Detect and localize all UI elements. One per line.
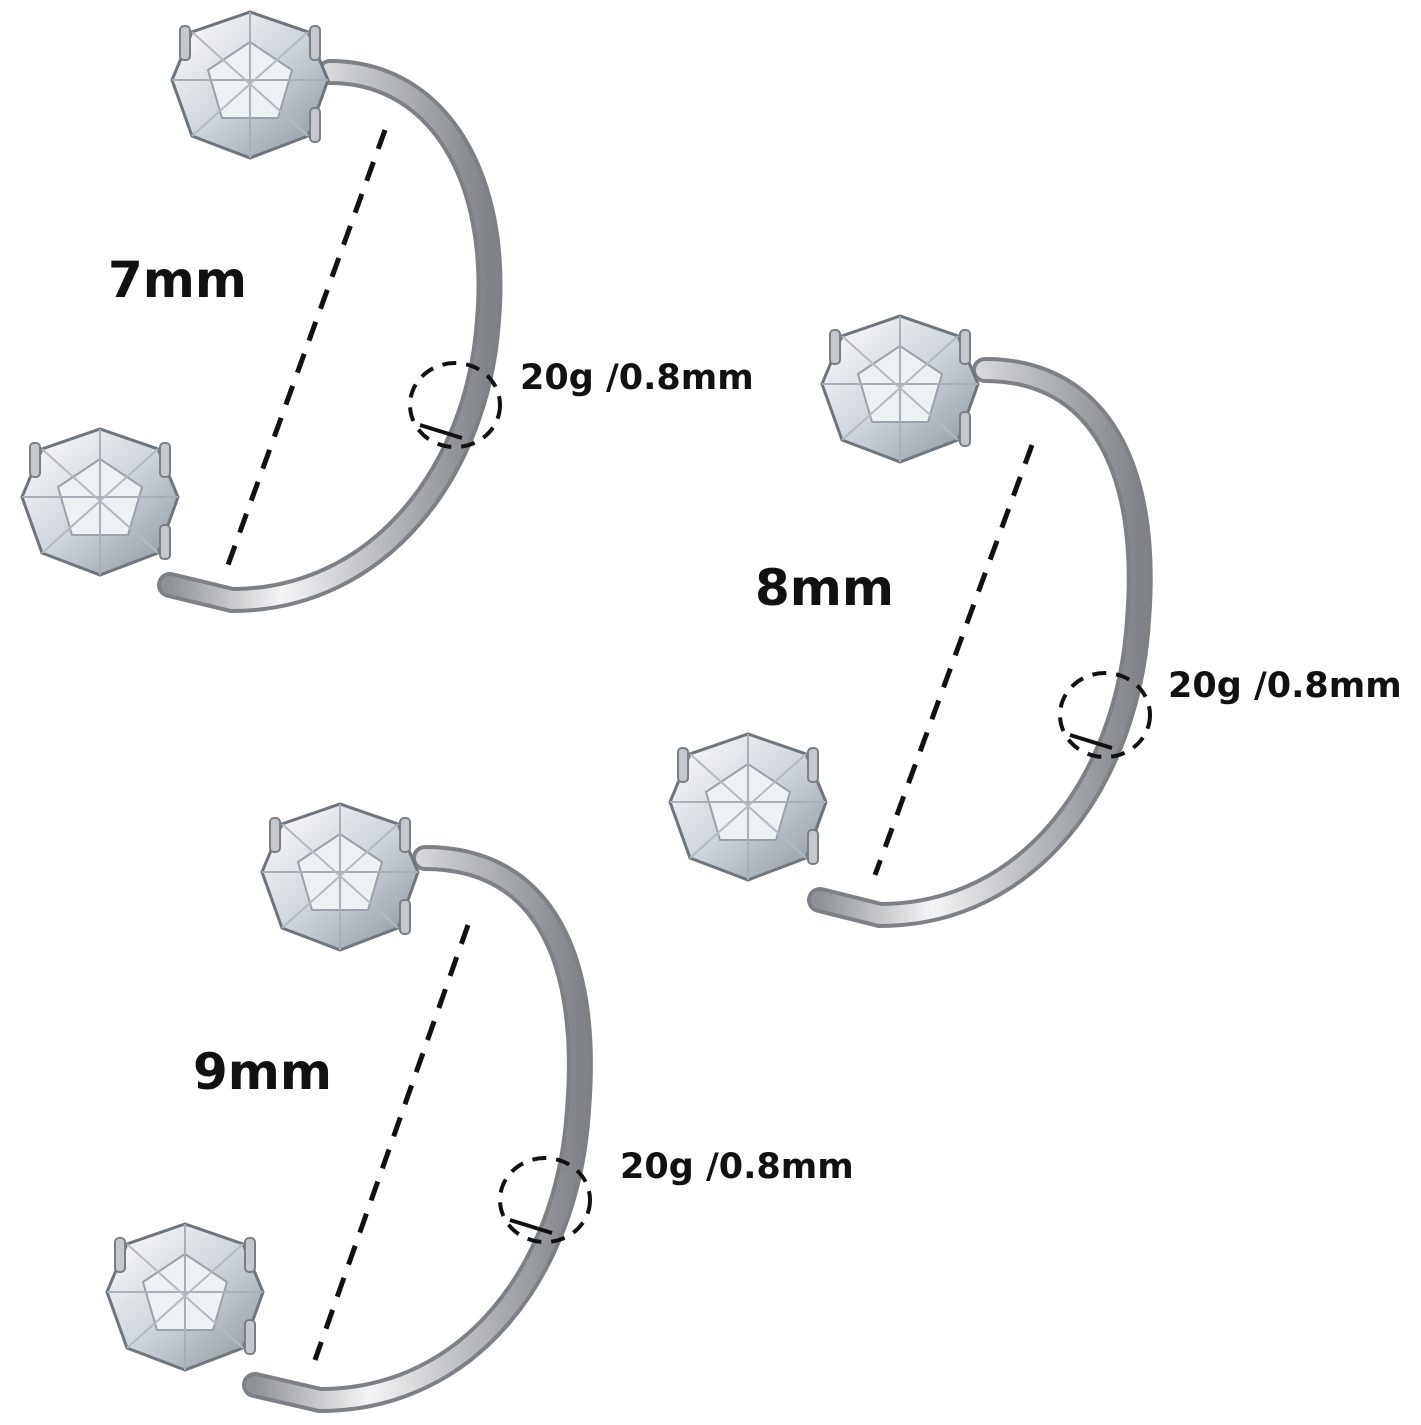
ring-9mm-bar xyxy=(242,845,593,1414)
ring-7mm-bar xyxy=(157,59,503,614)
ring-8mm-bar xyxy=(807,357,1153,929)
ring-9mm xyxy=(105,802,593,1414)
ring-8mm-size-label: 8mm xyxy=(755,559,894,617)
ring-9mm-diameter-line xyxy=(312,924,471,1361)
ring-8mm xyxy=(668,314,1153,929)
ring-8mm-gauge-label: 20g /0.8mm xyxy=(1168,666,1402,706)
ring-7mm xyxy=(20,10,503,614)
ring-9mm-size-label: 9mm xyxy=(193,1043,332,1101)
ring-7mm-bottom-crystal xyxy=(20,427,180,577)
ring-7mm-diameter-line xyxy=(225,129,388,566)
ring-9mm-gauge-label: 20g /0.8mm xyxy=(620,1147,854,1187)
ring-7mm-gauge-label: 20g /0.8mm xyxy=(520,358,754,398)
ring-9mm-bottom-crystal xyxy=(105,1222,265,1372)
ring-9mm-gauge-marker xyxy=(498,1156,592,1244)
ring-9mm-top-crystal xyxy=(260,802,420,952)
ring-8mm-top-crystal xyxy=(820,314,980,464)
ring-7mm-top-crystal xyxy=(170,10,330,160)
ring-8mm-gauge-marker xyxy=(1058,671,1152,759)
ring-8mm-bottom-crystal xyxy=(668,732,828,882)
ring-7mm-size-label: 7mm xyxy=(108,251,247,309)
ring-7mm-gauge-marker xyxy=(408,361,502,449)
ring-8mm-diameter-line xyxy=(872,444,1035,876)
